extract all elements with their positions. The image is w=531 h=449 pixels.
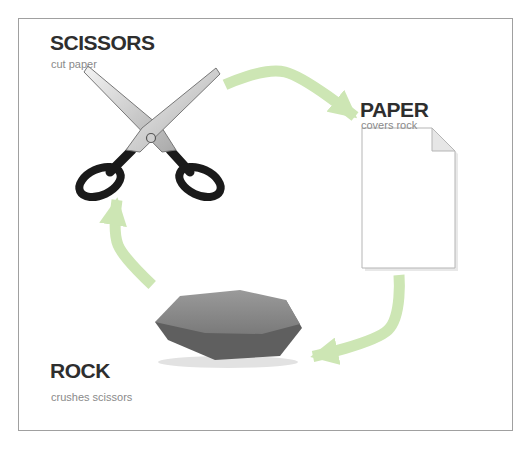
node-heading: SCISSORS xyxy=(50,32,155,54)
node-heading: PAPER xyxy=(360,99,428,121)
node-caption: covers rock xyxy=(361,119,417,131)
icon-node: ROCK crushes scissors xyxy=(45,285,313,415)
scissors-icon xyxy=(75,66,226,203)
icon-node: SCISSORS cut paper xyxy=(45,28,225,200)
node-heading: ROCK xyxy=(50,360,110,382)
frame-border xyxy=(19,19,513,431)
icon-node: PAPERcovers rock xyxy=(355,95,465,275)
cycle-arrow xyxy=(115,200,152,285)
rock-icon xyxy=(155,290,302,368)
node-caption: cut paper xyxy=(51,58,97,70)
cycle-arrow xyxy=(313,275,399,357)
cycle-arrow xyxy=(225,71,355,117)
node-caption: crushes scissors xyxy=(51,391,132,403)
paper-icon xyxy=(362,128,458,271)
